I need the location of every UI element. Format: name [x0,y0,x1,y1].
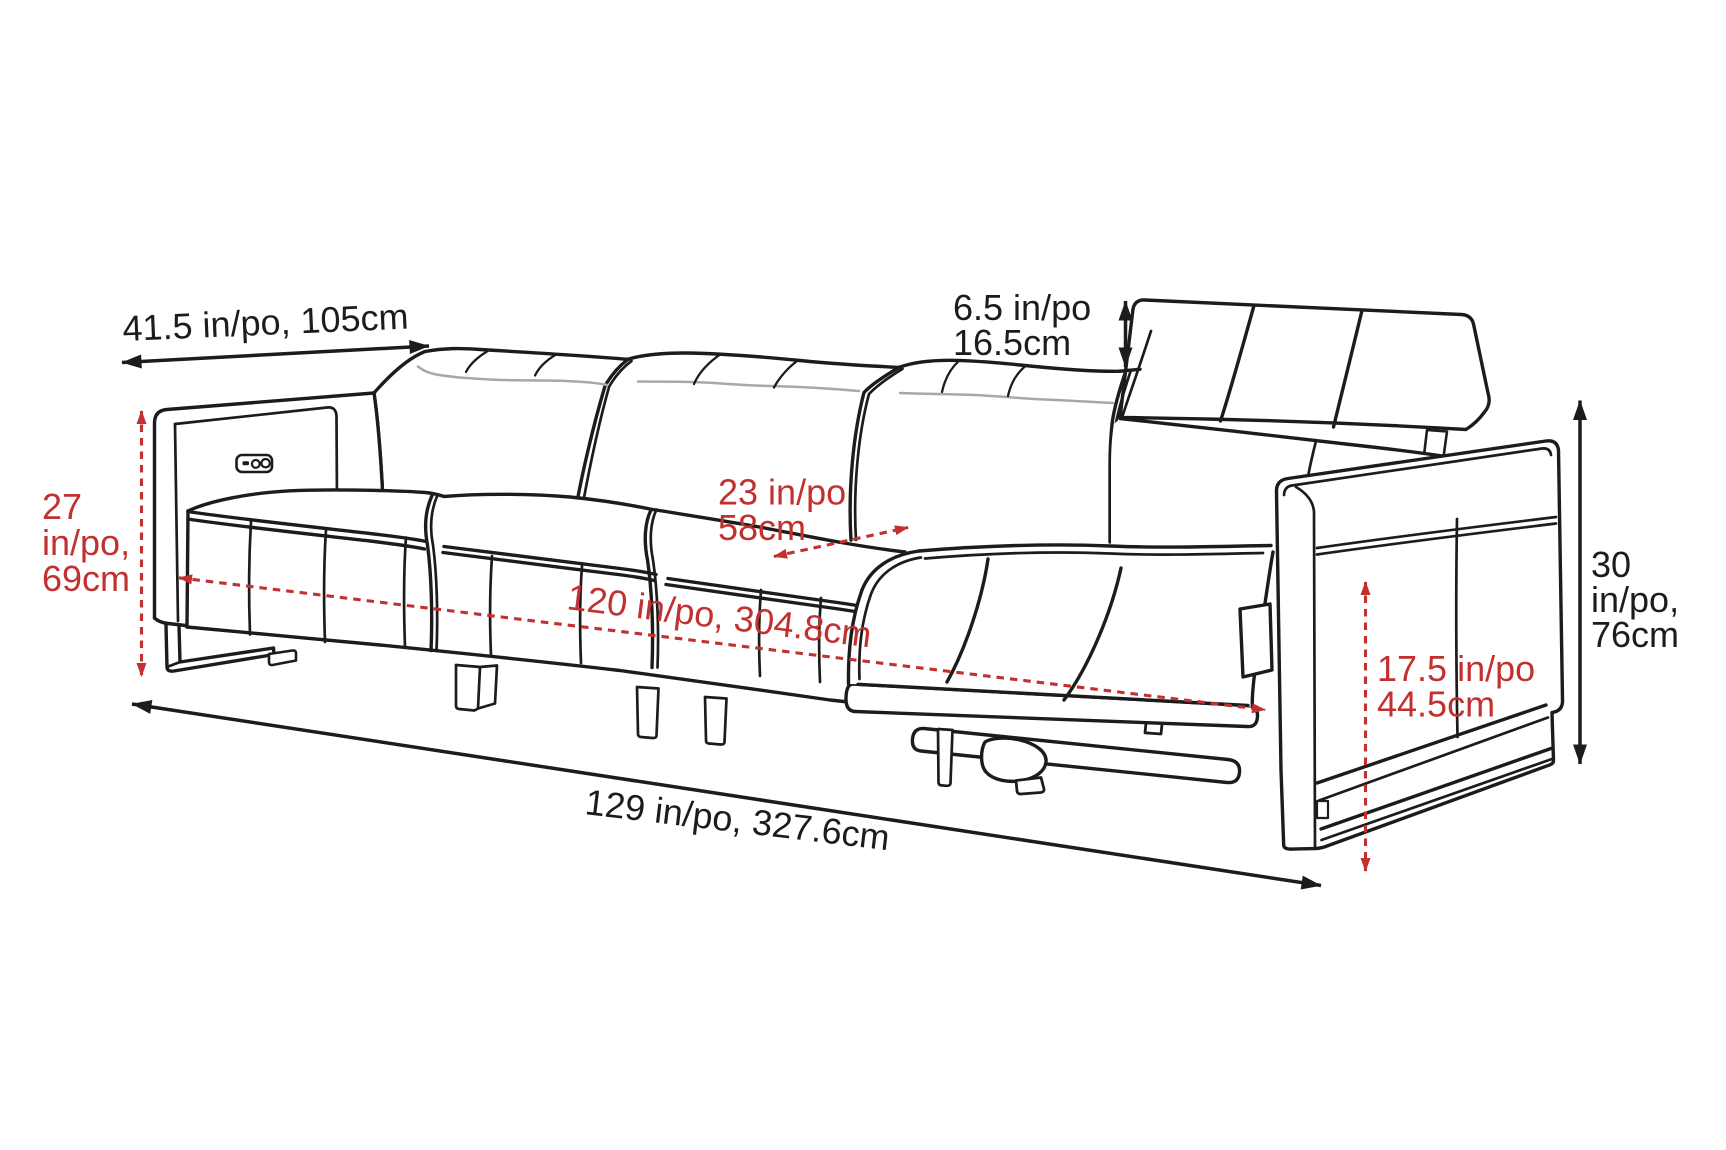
sofa-path-16 [848,365,901,542]
sofa-path-28 [1006,364,1028,398]
sofa-path-66 [454,663,499,712]
sofa-path-21 [636,380,861,393]
sofa-path-25 [692,352,723,386]
sofa-path-41 [260,457,271,469]
sofa-path-55 [442,544,658,577]
sofa-path-34 [372,391,385,502]
power-recline-switch [235,453,274,474]
dim-seat-depth-arrow [773,525,909,559]
sofa-path-77 [917,543,1273,553]
sofa-path-40 [250,458,261,469]
sofa-mech-plate [1238,602,1274,679]
dim-footrest-height-label-line2: 44.5cm [1377,684,1495,725]
dim-back-height-label-line2: in/po, [1591,579,1679,620]
sofa-path-72 [1014,776,1046,796]
sofa-path-20 [416,365,609,387]
sofa-path-76 [848,545,1273,707]
dim-headrest-rise-label-line2: 16.5cm [953,322,1071,363]
dim-seat-depth: 23 in/po 58cm [718,472,909,559]
sofa-path-26 [772,359,800,389]
sofa-path-46 [185,509,190,629]
dim-headrest-rise-label-line1: 6.5 in/po [953,287,1091,328]
sofa-path-4 [1121,329,1153,418]
dim-seat-height: 27 in/po, 69cm [42,410,147,677]
dim-seat-height-label-line1: 27 [42,486,82,527]
dim-headrest-rise: 6.5 in/po 16.5cm [953,287,1133,368]
dim-seat-depth-label-line2: 58cm [718,507,806,548]
sofa-path-3 [1118,298,1491,432]
sofa-path-24 [533,353,558,377]
sofa-path-45 [186,488,907,554]
dim-footrest-height-label-line1: 17.5 in/po [1377,648,1535,689]
dim-seat-height-label-line3: 69cm [42,558,130,599]
dim-back-height-label-line1: 30 [1591,544,1631,585]
sofa-path-93 [1317,716,1550,802]
sofa-path-13 [1124,367,1142,373]
sofa-right-arm [1274,439,1565,851]
sofa-path-35 [173,406,339,505]
sofa-path-48 [186,509,428,544]
sofa-path-91 [1315,522,1558,556]
sofa-path-95 [1320,757,1554,842]
sofa-path-87 [1282,447,1553,497]
sofa-path-36 [173,422,180,623]
sofa-path-6 [1331,308,1364,429]
sofa-path-22 [898,391,1115,405]
dim-back-height: 30 in/po, 76cm [1573,400,1679,765]
sofa-path-12 [897,358,1128,374]
sofa-path-33 [152,391,376,620]
sofa-path-14 [575,357,630,504]
dimension-annotations: 41.5 in/po, 105cm 6.5 in/po 16.5cm 27 in… [42,287,1679,890]
dim-interior-width-arrow [178,574,1266,714]
dim-overall-width-arrow [131,700,1322,890]
sofa-right-sled-leg [1319,746,1553,831]
dim-arm-depth-arrow [121,340,430,369]
sofa-path-17 [853,367,904,542]
sofa-path-68 [635,685,660,740]
sofa-path-69 [703,695,728,746]
sofa-path-90 [1315,515,1558,550]
sofa-path-30 [1118,416,1464,461]
sofa-path-89 [1454,517,1459,739]
sofa-path-74 [936,727,954,788]
sofa-path-81 [923,551,1265,560]
dim-footrest-height: 17.5 in/po 44.5cm [1360,581,1535,872]
sofa-chaise-cushion [846,543,1275,709]
sofa-path-37 [152,616,192,628]
sofa-path-88 [1294,485,1317,850]
dim-seat-depth-label-line1: 23 in/po [718,472,846,513]
sofa-path-43 [165,660,182,669]
sofa-path-15 [581,359,633,505]
sofa-path-27 [940,359,961,394]
sofa-raised-headrest [1118,298,1491,432]
sofa-path-39 [242,461,249,466]
sofa-path-18 [1108,368,1128,544]
sofa-right-base [1315,703,1548,785]
sofa-path-23 [464,350,489,374]
sofa-path-38 [235,453,274,474]
sofa-path-5 [1218,303,1256,423]
dim-seat-height-label-line2: in/po, [42,522,130,563]
dim-back-height-label-line3: 76cm [1591,614,1679,655]
sofa-path-11 [626,351,901,370]
